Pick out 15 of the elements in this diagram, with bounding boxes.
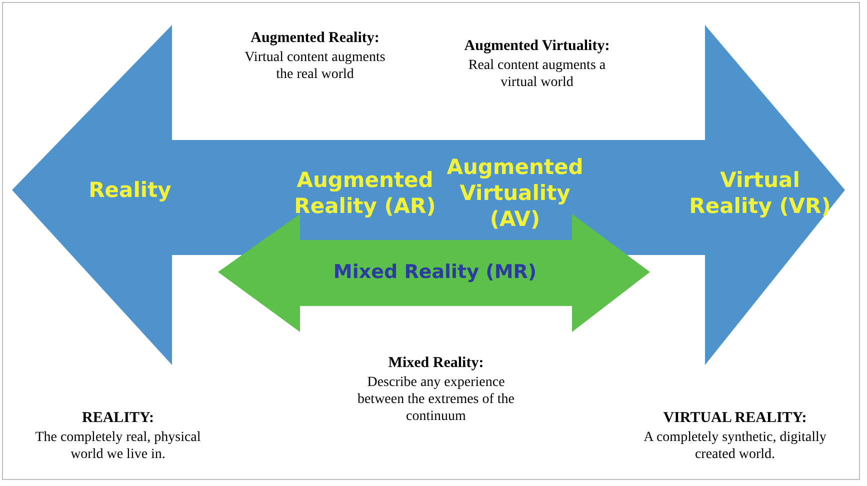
description-text: The completely real, physical world we live in.	[34, 429, 202, 463]
arrow-label: Augmented Virtuality (AV)	[446, 154, 584, 232]
arrow-label: Virtual Reality (VR)	[688, 167, 832, 219]
description-text: Real content augments a virtual world	[467, 57, 607, 91]
description-heading: REALITY:	[81, 410, 155, 427]
description-heading: VIRTUAL REALITY:	[662, 410, 808, 427]
description-heading: Augmented Virtuality:	[463, 38, 611, 55]
arrow-label: Mixed Reality (MR)	[332, 260, 538, 285]
description-heading: Mixed Reality:	[387, 355, 485, 372]
description-heading: Augmented Reality:	[250, 30, 380, 47]
description-text: Virtual content augments the real world	[244, 49, 386, 83]
arrow-label: Augmented Reality (AR)	[293, 167, 437, 219]
description-text: Describe any experience between the extremes of the continuum	[356, 374, 516, 425]
description-text: A completely synthetic, digitally created world.	[642, 429, 828, 463]
arrow-label: Reality	[88, 177, 172, 203]
